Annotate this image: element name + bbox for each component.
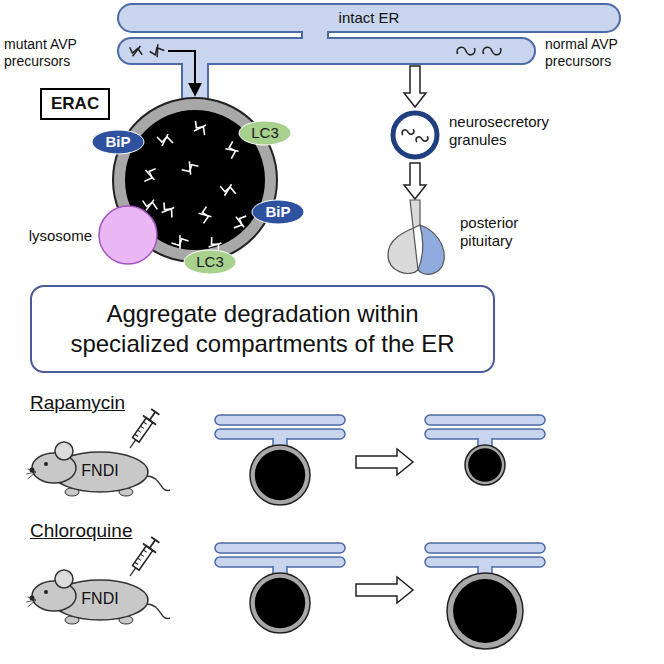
erac-membrane — [250, 445, 310, 505]
posterior-pituitary-text: posterior pituitary — [460, 214, 540, 250]
aggregate — [224, 141, 240, 160]
neurosecretory-granule: neurosecretory granules — [389, 109, 441, 161]
summary-box-text: Aggregate degradation within specialized… — [54, 299, 471, 359]
aggregate — [231, 212, 249, 232]
bip-protein-text: BiP — [105, 133, 130, 151]
lc3-protein: LC3 — [183, 249, 237, 275]
lysosome-text: lysosome — [29, 227, 92, 245]
erac-neck-edge — [181, 63, 183, 101]
syringe — [123, 407, 161, 452]
er-tube — [215, 543, 345, 553]
treatment-label: Chloroquine — [30, 520, 132, 543]
mouse-model-text: FNDI — [81, 461, 118, 480]
erac-membrane — [250, 573, 310, 633]
aggregate — [220, 183, 237, 196]
flow-arrow — [168, 51, 195, 94]
aggregate — [190, 118, 210, 137]
erac-lumen — [255, 578, 305, 628]
hollow-arrow — [356, 449, 413, 475]
aggregate — [157, 134, 173, 146]
summary-box: Aggregate degradation within specialized… — [30, 285, 495, 373]
mouse-model: FNDI — [22, 436, 172, 498]
posterior-pituitary-shape — [380, 200, 450, 278]
er-band: intact ER — [118, 4, 620, 32]
mouse-model-text: FNDI — [81, 589, 118, 608]
lysosome-shape — [98, 205, 158, 265]
bip-protein: BiP — [91, 129, 145, 155]
erac-lumen — [468, 448, 502, 482]
hollow-arrow — [404, 66, 426, 107]
structure-label-box-text: ERAC — [51, 94, 99, 114]
mutant-precursor — [128, 43, 145, 58]
aggregate — [180, 159, 200, 178]
aggregate — [142, 165, 159, 184]
normal-precursor — [456, 43, 477, 59]
erac-lumen — [255, 450, 305, 500]
posterior-pituitary: posterior pituitary — [380, 200, 450, 278]
bip-protein-text: BiP — [265, 203, 290, 221]
bip-protein: BiP — [251, 199, 305, 225]
er-bridge-edge — [301, 31, 303, 39]
lc3-protein-text: LC3 — [251, 124, 279, 142]
neurosecretory-granule-shape — [389, 109, 441, 161]
erac-lumen — [453, 579, 517, 643]
mouse-model: FNDI — [22, 564, 172, 626]
normal-precursor — [482, 43, 503, 59]
lc3-protein-text: LC3 — [196, 253, 224, 271]
aggregate — [170, 233, 190, 251]
er-tube — [118, 4, 620, 32]
aggregate — [158, 200, 178, 220]
er-band-text: intact ER — [339, 9, 400, 27]
er-bridge-edge — [327, 31, 329, 39]
treatment-label: Rapamycin — [30, 392, 125, 415]
precursor-label: normal AVP precursors — [545, 36, 660, 70]
erac-neck-edge — [207, 63, 209, 101]
erac-membrane — [447, 573, 523, 649]
neurosecretory-granule-text: neurosecretory granules — [449, 113, 567, 149]
structure-label-box: ERAC — [40, 88, 110, 120]
hollow-arrow — [356, 577, 413, 603]
erac-membrane — [465, 445, 505, 485]
lysosome: lysosome — [98, 205, 158, 265]
hollow-arrow — [404, 163, 426, 199]
lc3-protein: LC3 — [238, 120, 292, 146]
er-tube — [215, 415, 345, 425]
mutant-precursor — [148, 43, 165, 59]
er-bridge — [302, 28, 328, 42]
er-tube — [425, 415, 545, 425]
syringe — [123, 535, 161, 580]
precursor-label: mutant AVP precursors — [4, 36, 114, 70]
aggregate — [198, 206, 213, 224]
er-tube — [425, 543, 545, 553]
